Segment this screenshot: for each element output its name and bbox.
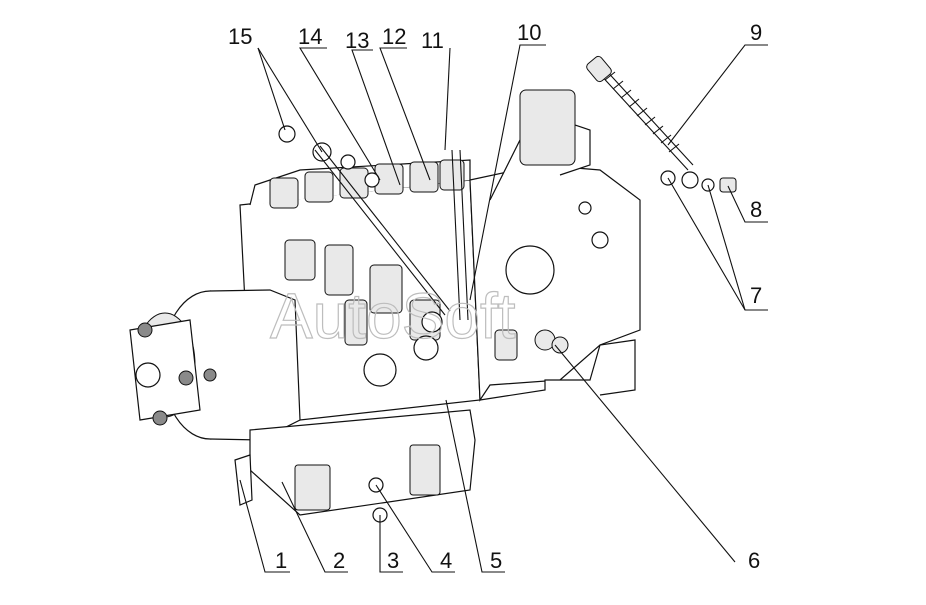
leader-lines (239, 44, 768, 573)
watermark: AutoSoft (270, 280, 516, 352)
callout-1: 1 (275, 548, 287, 573)
callout-8: 8 (750, 197, 762, 222)
callout-12: 12 (382, 24, 406, 49)
callout-14: 14 (298, 24, 322, 49)
pump-assembly-drawing (129, 55, 737, 523)
callout-3: 3 (387, 548, 399, 573)
callout-11: 11 (421, 28, 444, 53)
callout-15: 15 (228, 24, 252, 49)
callout-labels: 1 2 3 4 5 6 7 8 9 10 11 12 13 14 15 (228, 20, 762, 573)
callout-9: 9 (750, 20, 762, 45)
callout-5: 5 (490, 548, 502, 573)
callout-13: 13 (345, 28, 369, 53)
callout-10: 10 (517, 20, 541, 45)
callout-7: 7 (750, 283, 762, 308)
callout-2: 2 (333, 548, 345, 573)
callout-6: 6 (748, 548, 760, 573)
callout-4: 4 (440, 548, 452, 573)
